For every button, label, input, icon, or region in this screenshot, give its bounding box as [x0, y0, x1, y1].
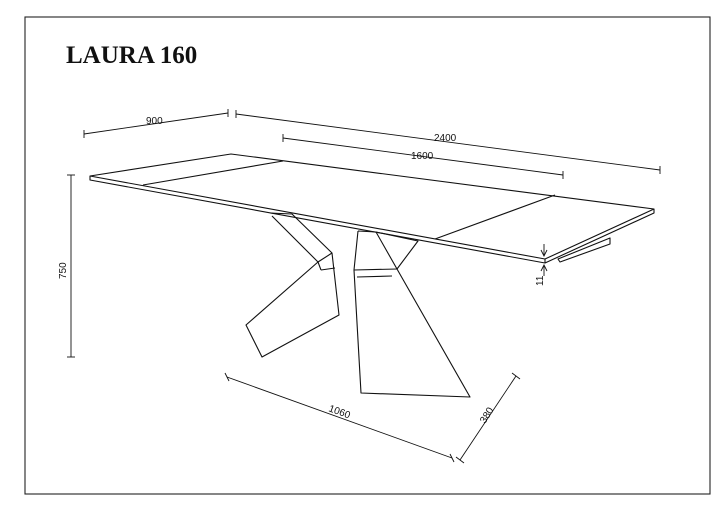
left-leg [245, 212, 340, 358]
table-base [245, 212, 471, 398]
dimension-base-length: 1060 [224, 372, 455, 463]
dimension-length-closed: 1600 [282, 134, 564, 179]
left-leg-fold [317, 252, 333, 263]
dimension-thickness: 11 [535, 244, 548, 286]
table-top-edge-right [544, 209, 655, 264]
drawing-frame [24, 16, 711, 495]
extension-rail [557, 237, 611, 263]
right-leg-fold [353, 268, 398, 271]
left-leg-fold-2 [317, 261, 322, 271]
left-leg-fold-3 [320, 267, 336, 271]
dimension-length-extended-label: 2400 [434, 133, 457, 144]
dimension-thickness-label: 11 [535, 275, 546, 286]
table-top-edge [89, 176, 546, 264]
dimension-base-width: 380 [455, 372, 521, 464]
extension-seam-right [434, 194, 556, 240]
extension-seam-left [142, 160, 284, 186]
dimension-depth-label: 900 [146, 116, 163, 127]
dimension-base-width-label: 380 [478, 405, 496, 425]
product-title: LAURA 160 [66, 42, 197, 69]
right-leg-fold-2 [356, 275, 393, 278]
dimension-depth: 900 [83, 109, 229, 138]
table-top-outline [89, 153, 655, 260]
table-top [89, 153, 655, 264]
dimension-length-closed-label: 1600 [411, 151, 434, 162]
dimension-base-length-label: 1060 [327, 403, 352, 421]
dimension-length-extended: 2400 [235, 110, 661, 174]
dimension-height: 750 [58, 174, 75, 358]
right-leg-top-fold [375, 231, 419, 270]
right-leg [353, 230, 471, 398]
dimension-height-label: 750 [58, 262, 69, 279]
